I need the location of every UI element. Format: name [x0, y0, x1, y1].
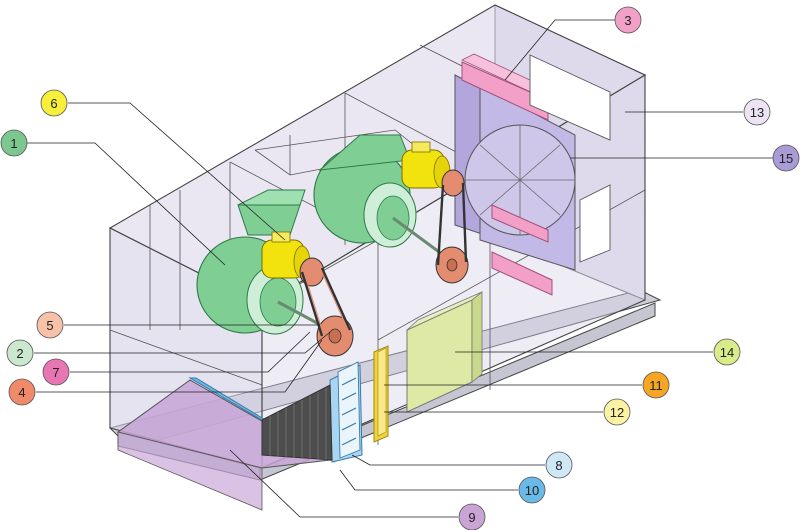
- callout-4-circle: [8, 378, 36, 406]
- damper-blade-mid: [491, 204, 549, 243]
- leader-lines: [27, 19, 773, 518]
- damper-blade-top: [461, 61, 549, 121]
- coil-fins: [261, 384, 333, 461]
- fan-front-outlet-mouth: [237, 189, 306, 206]
- callout-3: 3: [614, 6, 642, 34]
- callout-6: 6: [40, 89, 68, 117]
- callout-5: 5: [36, 311, 64, 339]
- fan-front-outlet: [237, 204, 301, 236]
- callout-1-label: 1: [10, 136, 17, 151]
- callout-13: 13: [743, 98, 771, 126]
- leader-2: [34, 331, 331, 354]
- outdoor-opening-bottom: [579, 184, 611, 263]
- callout-11-circle: [642, 371, 670, 399]
- callout-8-label: 8: [555, 458, 562, 473]
- callout-9-label: 9: [468, 510, 475, 525]
- callout-10-label: 10: [525, 483, 539, 498]
- leader-9: [229, 449, 458, 518]
- belt-front-inner: [303, 267, 349, 337]
- leader-6: [68, 102, 286, 241]
- callout-5-circle: [36, 311, 64, 339]
- leader-1: [27, 142, 226, 266]
- damper-blade-bottom: [491, 251, 553, 296]
- callout-4-label: 4: [18, 385, 25, 400]
- callout-8: 8: [545, 451, 573, 479]
- leader-3: [504, 19, 615, 81]
- callout-12: 12: [603, 398, 631, 426]
- callout-1-circle: [0, 129, 28, 157]
- motor-rear-terminal: [411, 141, 431, 153]
- callout-14-label: 14: [720, 345, 734, 360]
- callout-1: 1: [0, 129, 28, 157]
- callout-15-circle: [772, 144, 800, 172]
- callout-12-circle: [603, 398, 631, 426]
- callout-13-circle: [743, 98, 771, 126]
- callout-7-circle: [42, 358, 70, 386]
- callout-4: 4: [8, 378, 36, 406]
- callout-15-label: 15: [779, 151, 793, 166]
- control-box-edge: [471, 291, 483, 383]
- callout-9: 9: [458, 503, 486, 530]
- coil-header: [337, 361, 361, 459]
- callout-11-label: 11: [649, 378, 663, 393]
- motor-rear: [401, 141, 451, 189]
- motor-front-terminal: [271, 231, 291, 243]
- callout-9-circle: [458, 503, 486, 530]
- callout-3-label: 3: [624, 13, 631, 28]
- callout-5-label: 5: [46, 318, 53, 333]
- callout-3-circle: [614, 6, 642, 34]
- belt-rear: [436, 182, 468, 266]
- leader-8: [351, 454, 545, 466]
- leader-7: [70, 331, 311, 373]
- fan-rear-pulley-hub: [446, 258, 458, 272]
- callout-14: 14: [713, 338, 741, 366]
- fan-front-pulley-hub: [328, 328, 342, 344]
- fan-rear: [313, 134, 451, 262]
- filter-media: [377, 347, 387, 437]
- motor-rear-pulley: [441, 169, 465, 197]
- outdoor-opening-top: [529, 54, 611, 141]
- callout-2-circle: [6, 339, 34, 367]
- callout-15: 15: [772, 144, 800, 172]
- leader-4: [36, 339, 323, 393]
- motor-front-pulley: [299, 257, 325, 287]
- callout-2-label: 2: [16, 346, 23, 361]
- fan-rear-outlet: [318, 134, 411, 171]
- callout-7-label: 7: [52, 365, 59, 380]
- leader-10: [339, 469, 518, 491]
- partition-line-4: [109, 329, 263, 386]
- callout-10-circle: [518, 476, 546, 504]
- damper-wheel-spokes: [465, 125, 575, 235]
- callout-8-circle: [545, 451, 573, 479]
- drain-pan-back: [117, 431, 263, 511]
- coil-header-stubs: [341, 377, 357, 446]
- callout-11: 11: [642, 371, 670, 399]
- callout-14-circle: [713, 338, 741, 366]
- coil-fin-lines: [269, 388, 327, 460]
- callout-6-label: 6: [50, 96, 57, 111]
- callout-2: 2: [6, 339, 34, 367]
- callout-13-label: 13: [750, 105, 764, 120]
- callout-6-circle: [40, 89, 68, 117]
- callout-10: 10: [518, 476, 546, 504]
- callout-7: 7: [42, 358, 70, 386]
- callout-12-label: 12: [610, 405, 624, 420]
